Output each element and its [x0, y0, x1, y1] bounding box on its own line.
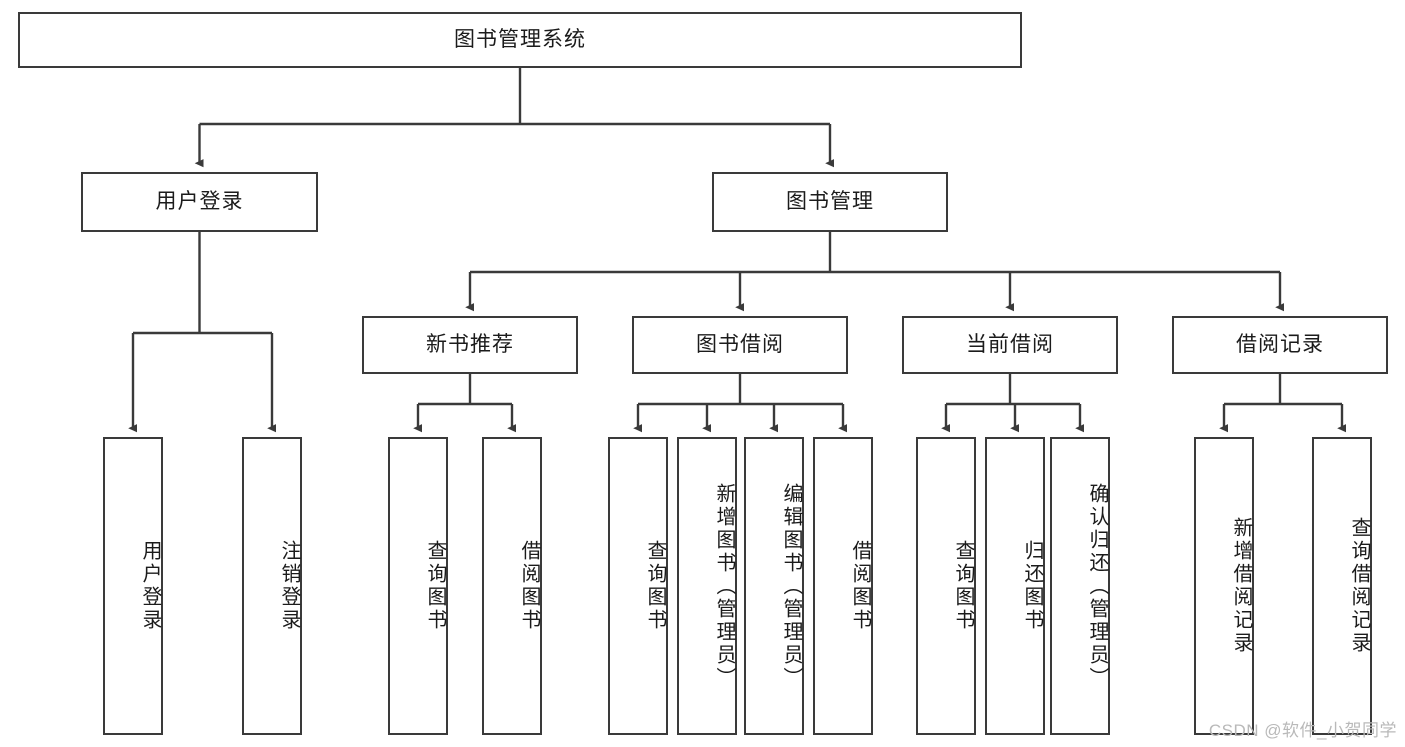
node-label: 确认归还（管理员）: [1086, 482, 1108, 690]
node-query-books-3[interactable]: 查询图书: [916, 437, 976, 735]
node-label: 借阅图书: [849, 540, 871, 632]
node-add-borrow-record[interactable]: 新增借阅记录: [1194, 437, 1254, 735]
node-user-login-action[interactable]: 用户登录: [103, 437, 163, 735]
node-borrow-records[interactable]: 借阅记录: [1172, 316, 1388, 374]
node-borrow-books-1[interactable]: 借阅图书: [482, 437, 542, 735]
node-label: 新增借阅记录: [1230, 517, 1252, 655]
node-book-borrow[interactable]: 图书借阅: [632, 316, 848, 374]
node-label: 注销登录: [278, 540, 300, 632]
node-new-book-recommend[interactable]: 新书推荐: [362, 316, 578, 374]
node-query-books-1[interactable]: 查询图书: [388, 437, 448, 735]
node-label: 查询借阅记录: [1348, 517, 1370, 655]
node-query-books-2[interactable]: 查询图书: [608, 437, 668, 735]
node-user-login[interactable]: 用户登录: [81, 172, 318, 232]
node-edit-book-admin[interactable]: 编辑图书（管理员）: [744, 437, 804, 735]
node-label: 归还图书: [1021, 540, 1043, 632]
node-book-management[interactable]: 图书管理: [712, 172, 948, 232]
node-query-borrow-record[interactable]: 查询借阅记录: [1312, 437, 1372, 735]
node-add-book-admin[interactable]: 新增图书（管理员）: [677, 437, 737, 735]
node-current-borrow[interactable]: 当前借阅: [902, 316, 1118, 374]
node-label: 查询图书: [952, 540, 974, 632]
node-borrow-books-2[interactable]: 借阅图书: [813, 437, 873, 735]
node-label: 用户登录: [139, 540, 161, 632]
node-label: 借阅图书: [518, 540, 540, 632]
watermark-label: CSDN @软件_小贺同学: [1208, 721, 1397, 740]
node-label: 查询图书: [424, 540, 446, 632]
node-user-logout-action[interactable]: 注销登录: [242, 437, 302, 735]
node-label: 新增图书（管理员）: [713, 482, 735, 690]
node-root[interactable]: 图书管理系统: [18, 12, 1022, 68]
node-confirm-return-admin[interactable]: 确认归还（管理员）: [1050, 437, 1110, 735]
node-return-books[interactable]: 归还图书: [985, 437, 1045, 735]
node-label: 查询图书: [644, 540, 666, 632]
node-label: 编辑图书（管理员）: [780, 482, 802, 690]
